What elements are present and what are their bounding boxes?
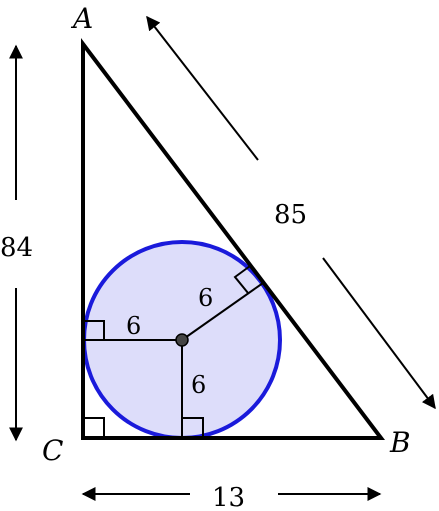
incircle-center-dot: [175, 333, 189, 347]
hypotenuse-dimension-arrow-down: [322, 257, 436, 410]
right-angle-marker-bottom-tangent: [182, 417, 204, 437]
horizontal-dimension-label: 13: [212, 483, 245, 511]
triangle-abc: [81, 38, 386, 440]
right-angle-marker-c: [85, 417, 105, 437]
radius-label-left: 6: [126, 312, 141, 340]
vertex-label-a: A: [70, 2, 93, 35]
right-angle-marker-left-tangent: [85, 320, 105, 340]
hypotenuse-dimension-arrow-up: [146, 15, 259, 161]
vertex-label-c: C: [42, 434, 63, 467]
radius-tangent: [181, 282, 264, 341]
vertical-dimension-label: 84: [0, 233, 33, 263]
radius-label-down: 6: [191, 371, 206, 399]
radius-label-tangent: 6: [198, 284, 213, 312]
vertex-label-b: B: [389, 426, 411, 459]
right-angle-marker-hypotenuse-tangent: [233, 265, 251, 294]
hypotenuse-dimension-label: 85: [274, 200, 307, 230]
